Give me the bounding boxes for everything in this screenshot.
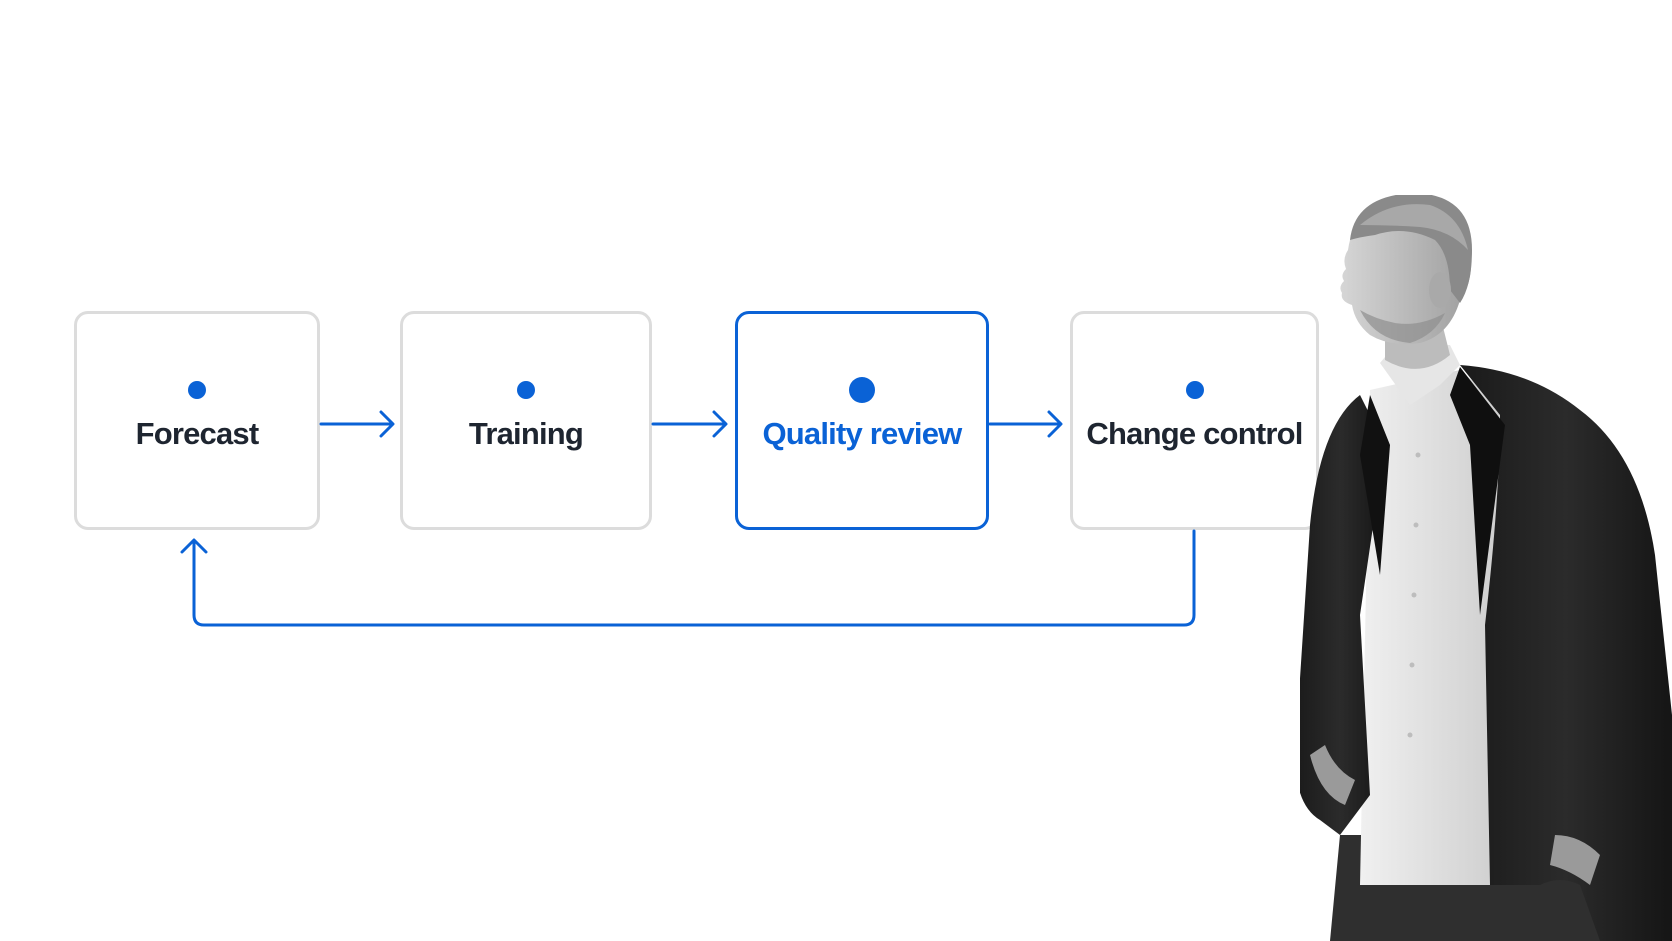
stage-label-quality-review: Quality review xyxy=(762,416,962,451)
stage-box-quality-review[interactable]: Quality review xyxy=(735,311,989,530)
stage-label-change-control: Change control xyxy=(1086,416,1303,451)
stage-box-training[interactable]: Training xyxy=(400,311,652,530)
arrow-quality-review-to-change-control xyxy=(988,410,1063,438)
arrow-training-to-quality-review xyxy=(651,410,728,438)
stage-dot-icon xyxy=(849,377,875,403)
stage-box-forecast[interactable]: Forecast xyxy=(74,311,320,530)
arrow-forecast-to-training xyxy=(319,410,395,438)
stage-dot-icon xyxy=(517,381,535,399)
person-photo xyxy=(1300,195,1672,941)
stage-label-forecast: Forecast xyxy=(135,416,260,451)
stage-label-training: Training xyxy=(468,416,584,451)
stage-dot-icon xyxy=(1185,381,1204,399)
stage-box-change-control[interactable]: Change control xyxy=(1070,311,1319,530)
loop-back-arrow-change-control-to-forecast xyxy=(180,529,1196,627)
stage-dot-icon xyxy=(188,381,206,399)
